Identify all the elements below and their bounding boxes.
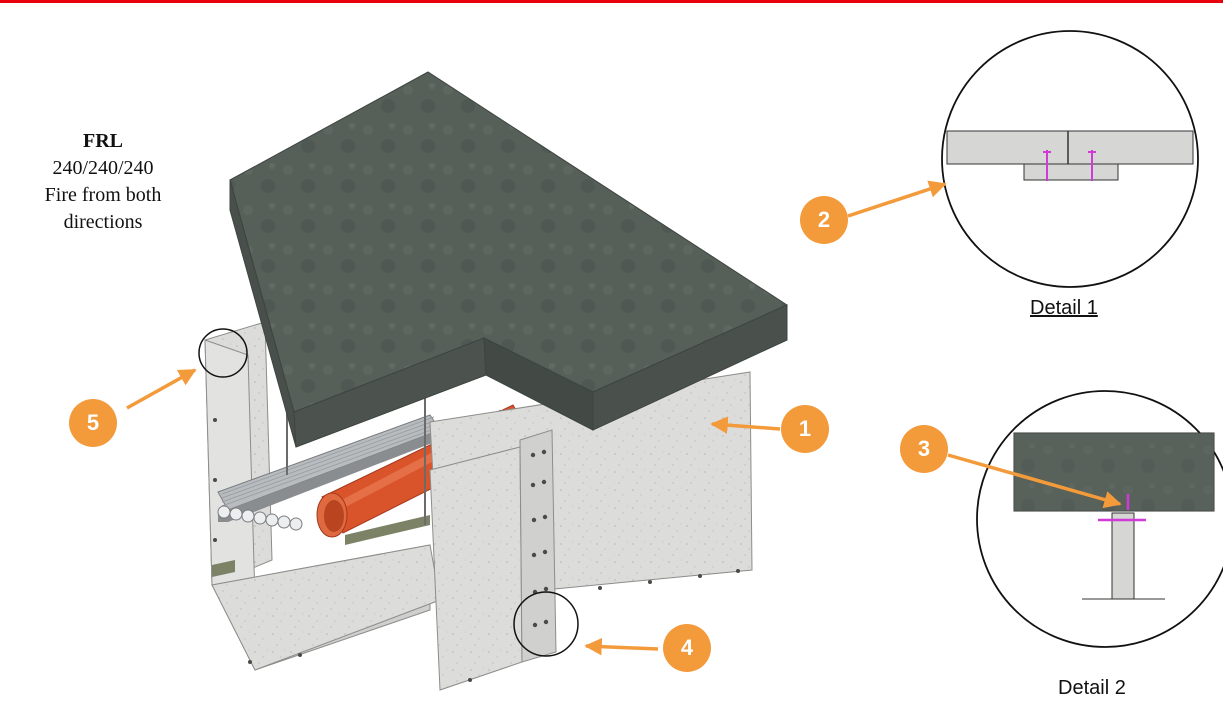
callout-5: 5 <box>69 399 117 447</box>
detail-1-drawing <box>941 30 1199 288</box>
front-panel <box>429 446 523 691</box>
fixings <box>213 418 740 682</box>
callout-1: 1 <box>781 405 829 453</box>
header-rule <box>0 0 1223 3</box>
frl-heading: FRL <box>83 130 123 152</box>
left-wall-face <box>204 339 256 601</box>
frl-note: FRL 240/240/240 Fire from both direction… <box>28 128 178 236</box>
detail-2-drawing <box>976 390 1223 648</box>
detail5-marker <box>198 328 248 378</box>
frl-line-1: Fire from both <box>44 184 162 206</box>
detail4-marker <box>513 591 579 657</box>
detail-1-label: Detail 1 <box>1030 297 1098 319</box>
concrete-slab <box>229 71 789 448</box>
callout-3: 3 <box>900 425 948 473</box>
joint-cover-strip <box>519 429 557 663</box>
callout-2: 2 <box>800 196 848 244</box>
cable-tray <box>212 414 441 577</box>
callout-arrows <box>126 180 1122 656</box>
barrier-assembly <box>198 71 789 691</box>
detail-2-label: Detail 2 <box>1058 677 1126 699</box>
callout-4: 4 <box>663 624 711 672</box>
frl-line-2: directions <box>63 211 143 233</box>
frl-rating: 240/240/240 <box>52 157 154 179</box>
